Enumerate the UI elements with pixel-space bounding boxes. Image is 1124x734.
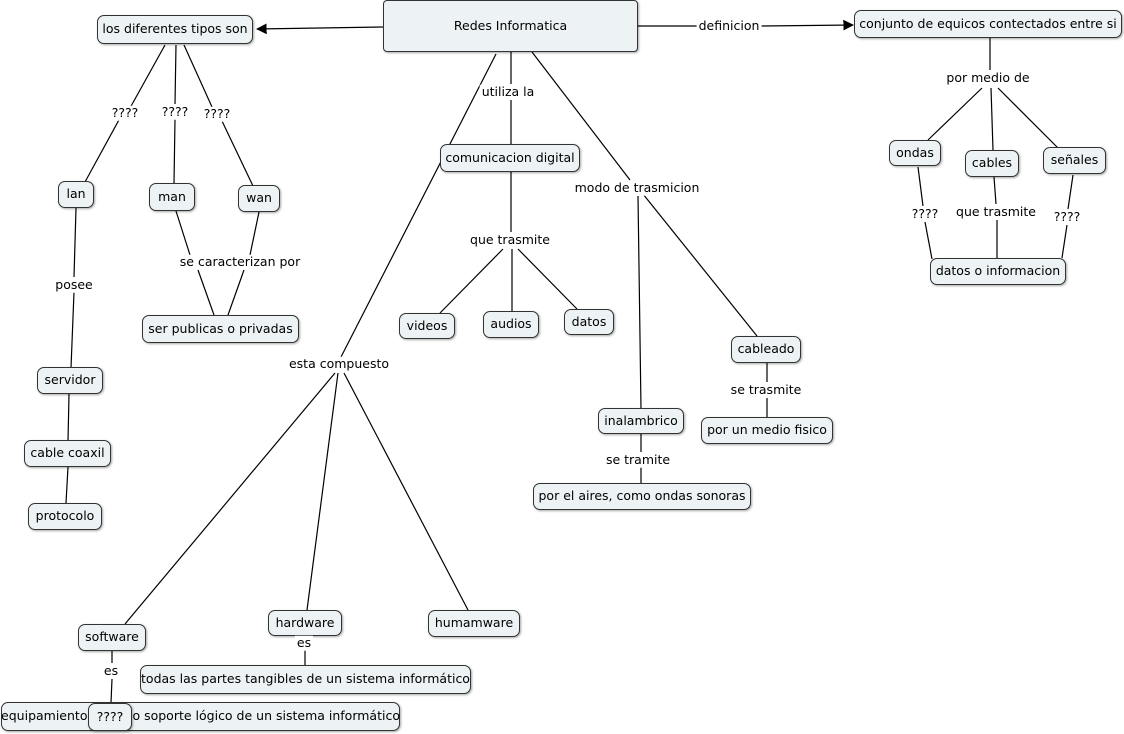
link-pormedio-ondas [927,87,983,141]
link-coaxil-protocolo [65,466,69,504]
label-por-medio: por medio de [944,69,1032,86]
node-cable-coaxil[interactable]: cable coaxil [24,440,111,467]
node-datos[interactable]: datos [564,309,614,335]
link-posee-servidor [70,291,75,369]
link-tipos-q1 [129,44,166,109]
label-q-senales: ???? [1051,208,1083,225]
label-esta-compuesto: esta compuesto [286,355,392,372]
link-tipos-q2 [174,44,177,105]
node-ondas[interactable]: ondas [889,140,941,166]
node-redes-informatica[interactable]: Redes Informatica [383,0,638,52]
node-lan[interactable]: lan [58,181,94,208]
label-q-ondas: ???? [909,205,941,222]
label-q-lan: ???? [109,104,141,121]
label-definicion: definicion [696,17,762,34]
link-modo-cableado [642,193,758,337]
link-trasmite-datos [517,248,578,310]
node-software[interactable]: software [78,624,146,651]
link-compuesto-software [124,372,336,625]
node-qmark-overlay[interactable]: ???? [88,703,132,731]
link-lan-posee [73,207,77,278]
node-wan[interactable]: wan [238,185,280,212]
link-modo-inalambrico [637,195,642,410]
label-utiliza: utiliza la [479,83,537,100]
link-root-modo [531,51,631,181]
node-servidor[interactable]: servidor [37,367,103,394]
node-inalambrico[interactable]: inalambrico [598,408,684,434]
link-caracter-publicas-2 [227,269,245,316]
label-es-hardware: es [294,634,314,651]
node-cables[interactable]: cables [965,150,1019,177]
node-audios[interactable]: audios [483,311,539,338]
arrow-to-tipos [255,23,385,35]
link-pormedio-cables [990,87,994,151]
node-hardware[interactable]: hardware [268,610,342,636]
link-wan-caracter [249,211,260,256]
link-es-qmark [110,678,113,704]
label-es-software: es [101,662,121,679]
label-que-trasmite: que trasmite [468,231,552,248]
node-datos-informacion[interactable]: datos o informacion [930,258,1066,285]
node-protocolo[interactable]: protocolo [28,503,102,530]
node-aires[interactable]: por el aires, como ondas sonoras [533,483,751,510]
link-tipos-q3 [183,44,213,108]
link-q-datosinfo-2 [1061,224,1068,259]
link-compuesto-humamware [343,372,469,611]
label-modo: modo de trasmicion [572,179,702,196]
link-q2-man [173,118,176,185]
node-equipamiento[interactable]: equipamiento lógico o soporte lógico de … [1,702,400,731]
label-caracterizan: se caracterizan por [177,253,303,270]
link-cables-quetrasmite [993,176,997,205]
label-posee: posee [53,276,95,293]
node-videos[interactable]: videos [399,313,455,339]
link-compuesto-hardware [306,372,339,611]
node-publicas[interactable]: ser publicas o privadas [142,315,299,343]
link-trasmite-videos [439,248,504,314]
label-se-trasmite: se trasmite [728,381,804,398]
node-cableado[interactable]: cableado [731,336,801,363]
node-tangibles[interactable]: todas las partes tangibles de un sistema… [140,665,471,694]
node-comunicacion[interactable]: comunicacion digital [440,144,580,172]
label-q-wan: ???? [201,105,233,122]
node-man[interactable]: man [149,183,195,211]
link-servidor-coaxil [67,393,70,442]
link-q-datosinfo-1 [924,221,933,260]
node-conjunto[interactable]: conjunto de equicos contectados entre si [854,10,1122,38]
link-ondas-q [917,166,924,207]
link-man-caracter [175,210,191,256]
label-que-trasmite-2: que trasmite [954,203,1038,220]
node-senales[interactable]: señales [1043,147,1106,174]
node-medio-fisico[interactable]: por un medio fisico [701,417,833,444]
link-q3-wan [221,120,254,187]
link-senales-q [1067,174,1074,210]
link-pormedio-senales [997,87,1059,149]
arrow-to-conjunto [759,19,855,31]
link-root-compuesto [340,53,497,358]
link-caracter-publicas-1 [197,269,215,316]
label-q-man: ???? [159,103,191,120]
node-humamware[interactable]: humamware [428,610,520,637]
label-se-tramite: se tramite [603,451,673,468]
link-q1-lan [84,117,121,183]
node-tipos[interactable]: los diferentes tipos son [97,15,253,44]
